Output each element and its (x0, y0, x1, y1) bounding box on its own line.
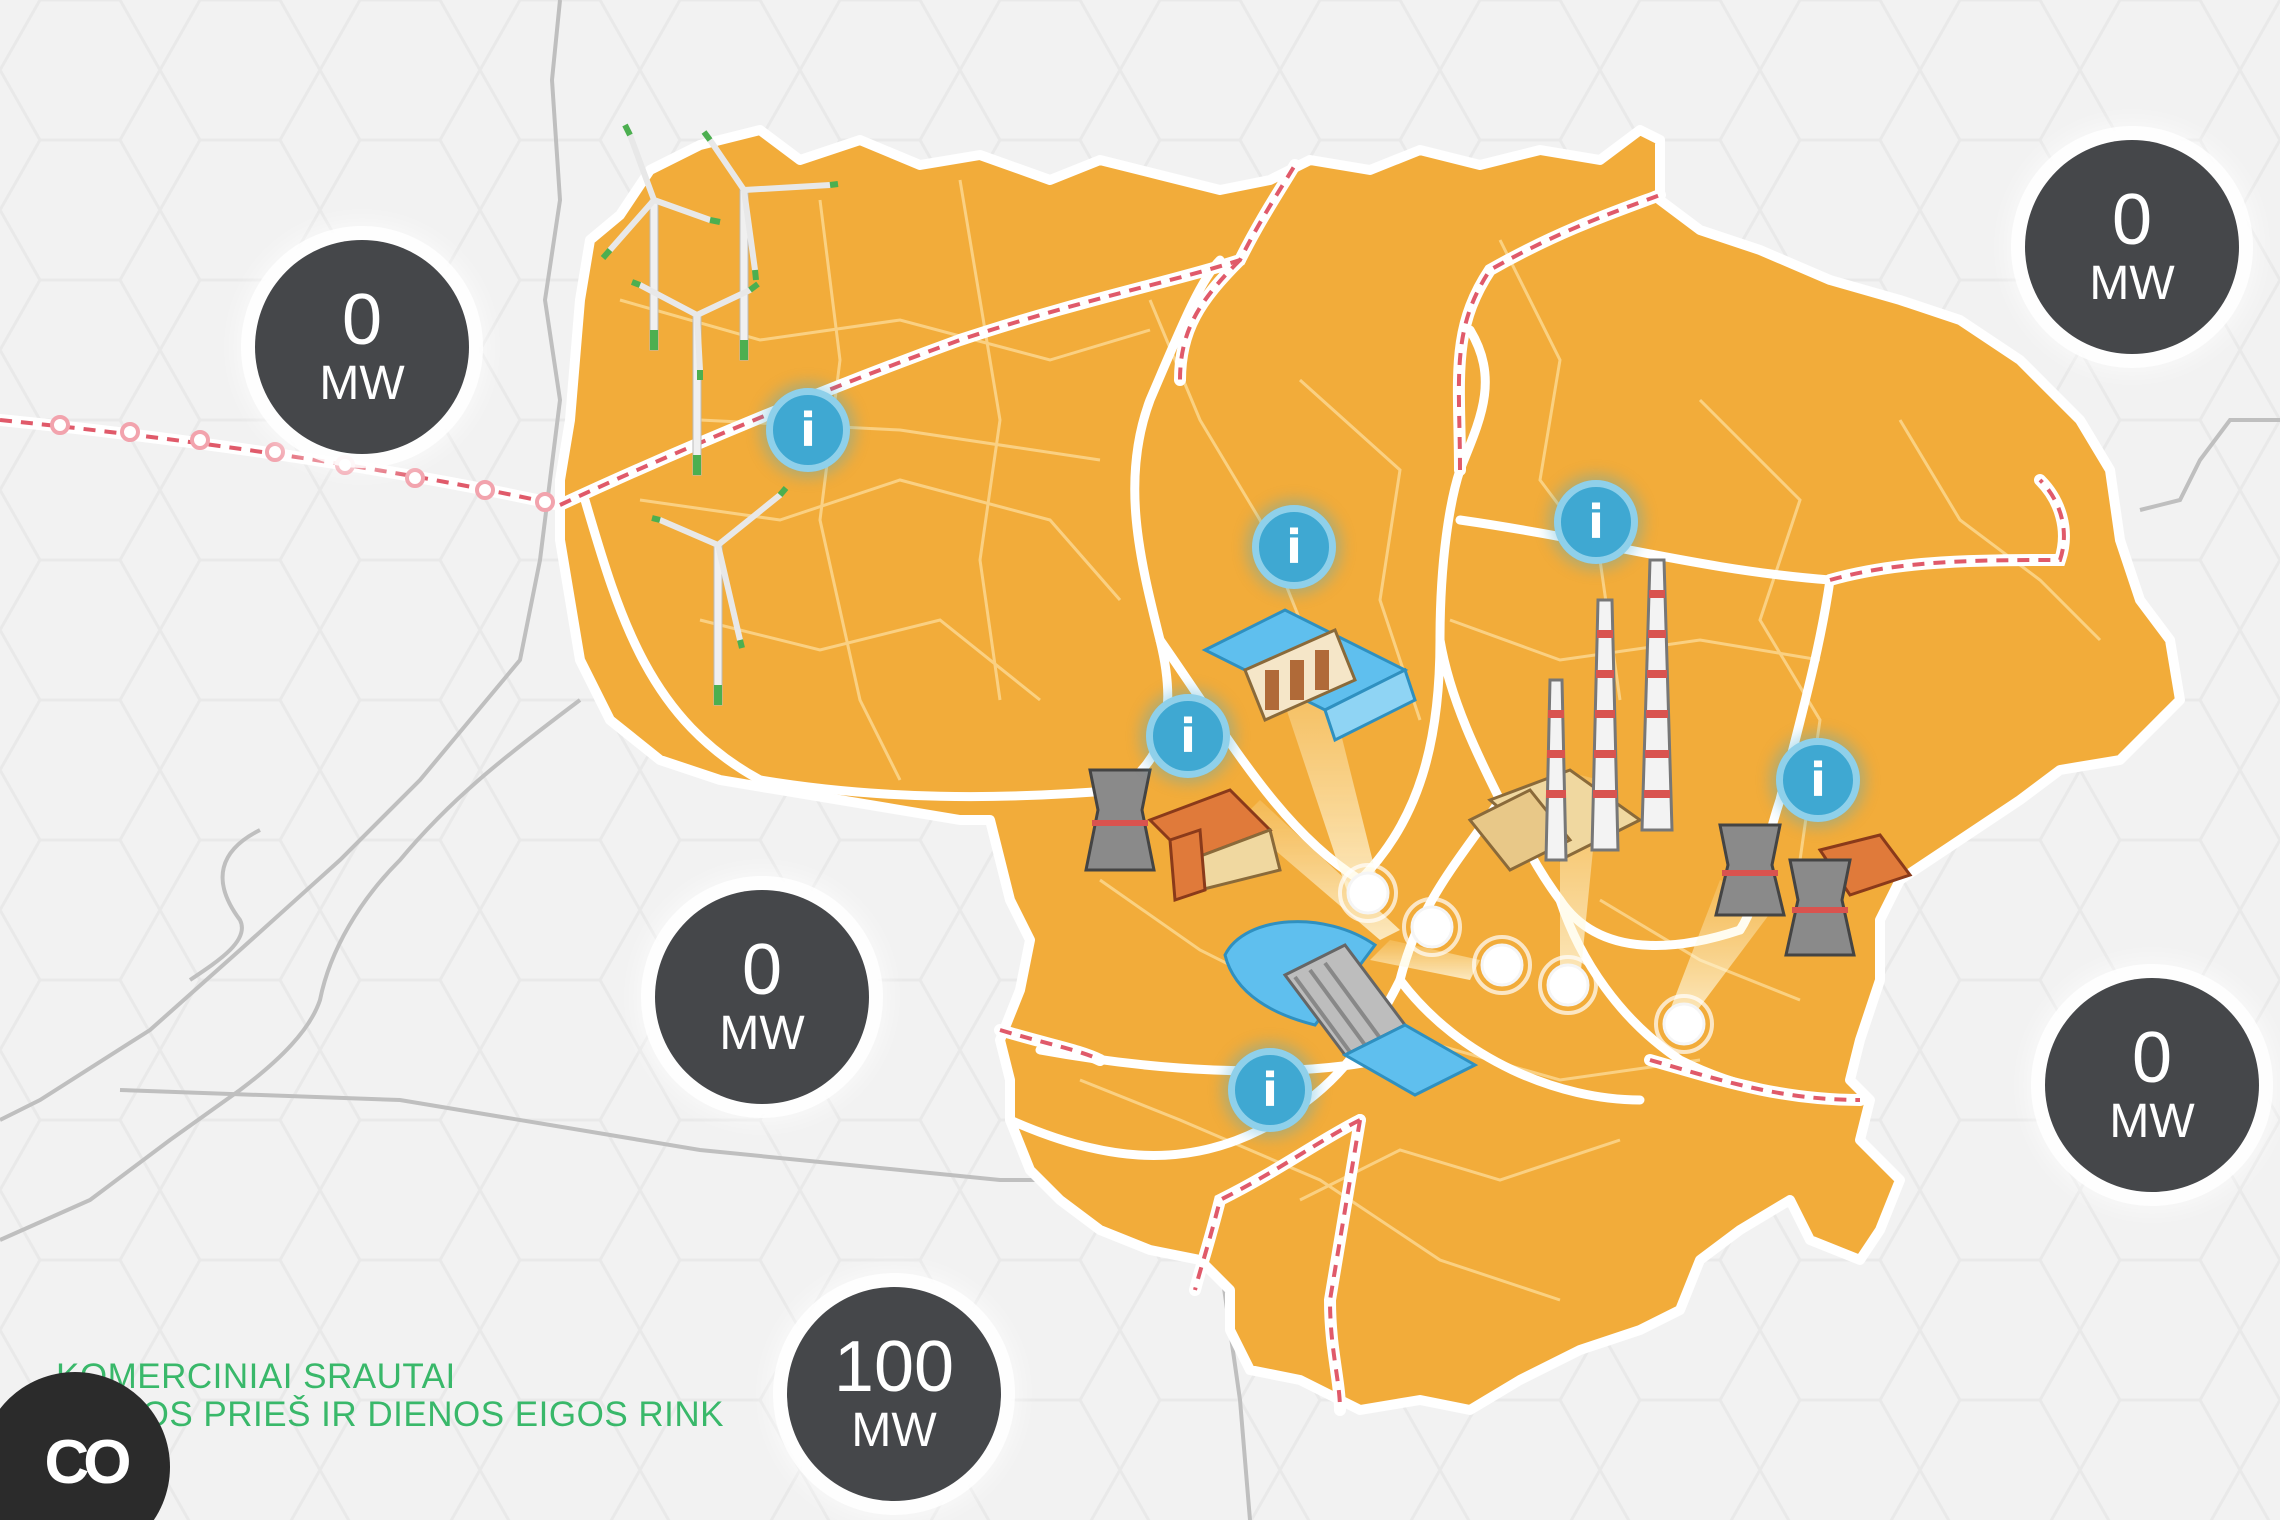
info-button-power-plant-north[interactable]: i (1554, 480, 1638, 564)
legend-line-1: KOMERCINIAI SRAUTAI (56, 1357, 456, 1396)
logo-icon: CO (44, 1427, 132, 1497)
power-plant-left-icon (1084, 768, 1282, 903)
flow-unit: MW (851, 1404, 937, 1457)
flow-badge-latvia-east: 0 MW (2025, 140, 2239, 354)
info-icon: i (1810, 753, 1826, 807)
flow-unit: MW (719, 1007, 805, 1060)
flow-value: 0 (341, 280, 383, 360)
power-plant-right-icon (1714, 823, 1913, 957)
info-button-kaunas-hydro[interactable]: i (1252, 505, 1336, 589)
logo-button[interactable]: CO (0, 1372, 170, 1520)
interconnectors (0, 159, 2070, 1416)
flow-badge-belarus: 0 MW (2045, 978, 2259, 1192)
grid-nodes (1346, 871, 1706, 1046)
thermal-power-plant-icon (1467, 558, 1674, 872)
minor-grid-lines (619, 179, 2102, 1302)
flow-unit: MW (2089, 257, 2175, 310)
pumped-storage-icon (1223, 920, 1479, 1097)
wind-turbines-icon (600, 123, 839, 706)
info-icon: i (800, 403, 816, 457)
main-grid-lines (580, 255, 1865, 1160)
info-button-kaunas-chp[interactable]: i (1146, 694, 1230, 778)
flow-value: 0 (2111, 180, 2153, 260)
cable-markers (50, 415, 555, 512)
flow-value: 0 (2131, 1018, 2173, 1098)
info-button-lithuanian-power-plant[interactable]: i (1776, 738, 1860, 822)
flow-value: 100 (833, 1327, 955, 1407)
flow-unit: MW (319, 357, 405, 410)
info-icon: i (1262, 1063, 1278, 1117)
flow-badge-kaliningrad: 0 MW (655, 890, 869, 1104)
info-button-wind-farms[interactable]: i (766, 388, 850, 472)
flow-badge-poland: 100 MW (787, 1287, 1001, 1501)
info-icon: i (1588, 495, 1604, 549)
flow-unit: MW (2109, 1095, 2195, 1148)
flow-value: 0 (741, 930, 783, 1010)
info-icon: i (1180, 709, 1196, 763)
flow-badge-latvia-west: 0 MW (255, 240, 469, 454)
info-button-vilnius-chp[interactable]: i (1228, 1048, 1312, 1132)
info-icon: i (1286, 520, 1302, 574)
hydro-dam-icon (1201, 608, 1417, 743)
legend-line-2: DIENOS PRIEŠ IR DIENOS EIGOS RINK (56, 1395, 725, 1434)
